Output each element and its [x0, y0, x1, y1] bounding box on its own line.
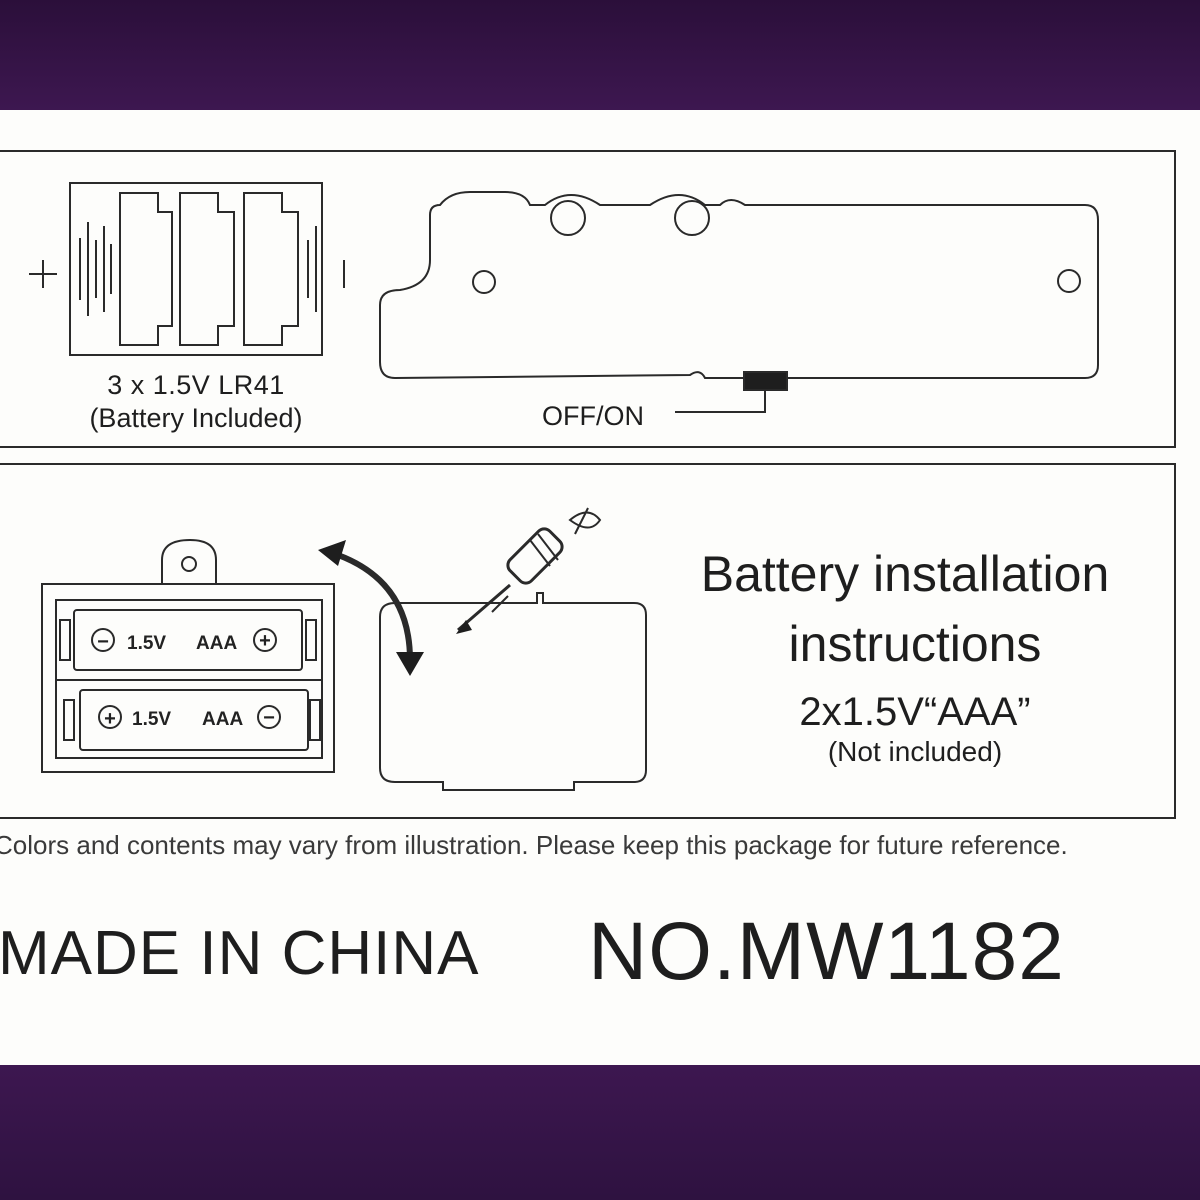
not-included-note: (Not included) — [827, 736, 1003, 767]
battery-spec-panel — [0, 150, 1176, 448]
upper-cell-size: AAA — [196, 633, 237, 654]
battery-included-note: (Battery Included) — [89, 403, 303, 433]
switch-label: OFF/ON — [542, 401, 644, 431]
arrowhead-up-icon — [318, 540, 346, 566]
battery-cover-illustration — [379, 592, 647, 791]
upper-cell-voltage: 1.5V — [127, 633, 166, 654]
instructions-title: Battery installation — [700, 546, 1110, 602]
curved-arrow-icon — [336, 552, 413, 661]
lower-cell-size: AAA — [202, 709, 243, 730]
installation-panel — [0, 463, 1176, 819]
battery-spec-caption: 3 x 1.5V LR41 — [107, 370, 285, 400]
model-number: NO.MW1182 — [588, 906, 1065, 997]
lower-cell-plus: + — [104, 708, 116, 730]
packaging-band-bottom — [0, 1065, 1200, 1200]
instruction-label — [0, 110, 1200, 1065]
device-base-illustration — [379, 191, 1099, 413]
arrowhead-down-icon — [396, 652, 424, 676]
lr41-compartment-illustration — [69, 182, 323, 356]
lower-cell-voltage: 1.5V — [132, 709, 171, 730]
country-of-origin: MADE IN CHINA — [0, 919, 480, 988]
aaa-battery-holder-illustration — [41, 538, 335, 773]
screwdriver-icon — [457, 507, 602, 632]
battery-requirement: 2x1.5V“AAA” — [799, 690, 1031, 734]
upper-cell-minus: − — [97, 631, 109, 653]
instructions-title-line2: instructions — [788, 616, 1042, 672]
lower-cell-minus: − — [263, 707, 275, 729]
packaging-band-top — [0, 0, 1200, 110]
upper-cell-plus: + — [259, 630, 271, 652]
disclaimer-text: Colors and contents may vary from illust… — [0, 830, 1068, 860]
